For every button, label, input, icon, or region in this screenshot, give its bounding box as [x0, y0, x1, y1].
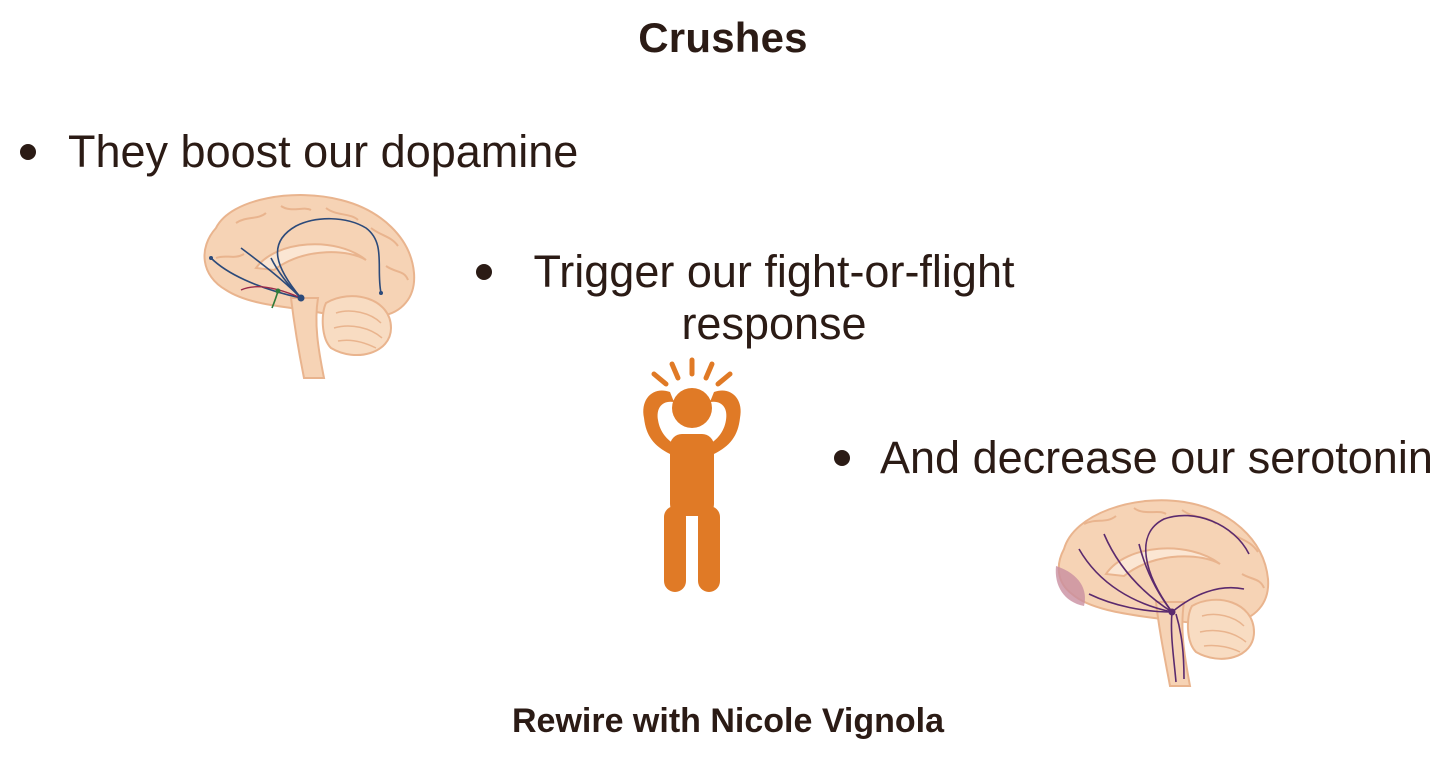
bullet-dopamine: They boost our dopamine — [20, 126, 578, 178]
bullet-fight-or-flight: Trigger our fight-or-flight response — [476, 246, 1024, 350]
bullet-dot — [834, 450, 850, 466]
bullet-serotonin: And decrease our serotonin — [834, 432, 1433, 484]
brain-dopamine-pathway-icon — [203, 194, 416, 379]
stressed-person-icon — [643, 357, 741, 592]
footer-credit: Rewire with Nicole Vignola — [511, 702, 945, 740]
bullet-dot — [476, 264, 492, 280]
bullet-text: And decrease our serotonin — [880, 432, 1433, 483]
brain-serotonin-pathway-icon — [1055, 499, 1270, 687]
bullet-dot — [20, 144, 36, 160]
bullet-text: Trigger our fight-or-flight response — [533, 246, 1015, 349]
bullet-text: They boost our dopamine — [68, 126, 579, 177]
page-title: Crushes — [638, 14, 808, 61]
